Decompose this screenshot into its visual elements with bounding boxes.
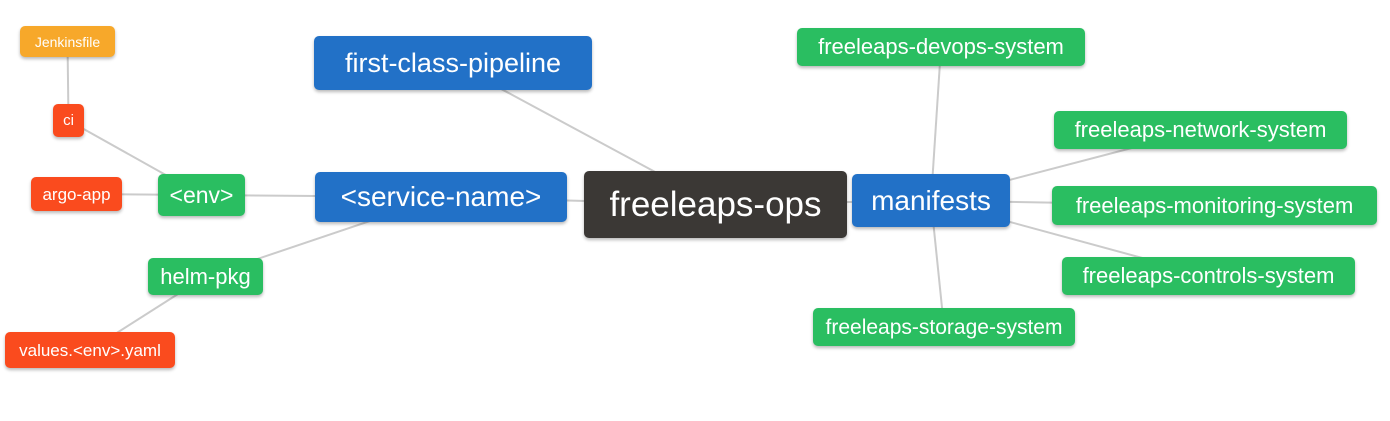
node-ci[interactable]: ci bbox=[53, 104, 84, 137]
node-jenkinsfile[interactable]: Jenkinsfile bbox=[20, 26, 115, 57]
node-service-name[interactable]: <service-name> bbox=[315, 172, 567, 222]
node-freeleaps-monitoring-system[interactable]: freeleaps-monitoring-system bbox=[1052, 186, 1377, 225]
node-freeleaps-devops-system[interactable]: freeleaps-devops-system bbox=[797, 28, 1085, 66]
node-freeleaps-network-system[interactable]: freeleaps-network-system bbox=[1054, 111, 1347, 149]
node-manifests[interactable]: manifests bbox=[852, 174, 1010, 227]
node-argo-app[interactable]: argo-app bbox=[31, 177, 122, 211]
node-helm-pkg[interactable]: helm-pkg bbox=[148, 258, 263, 295]
node-freeleaps-storage-system[interactable]: freeleaps-storage-system bbox=[813, 308, 1075, 346]
node-freeleaps-controls-system[interactable]: freeleaps-controls-system bbox=[1062, 257, 1355, 295]
node-freeleaps-ops[interactable]: freeleaps-ops bbox=[584, 171, 847, 238]
node-values-env-yaml[interactable]: values.<env>.yaml bbox=[5, 332, 175, 368]
node-first-class-pipeline[interactable]: first-class-pipeline bbox=[314, 36, 592, 90]
node-env[interactable]: <env> bbox=[158, 174, 245, 216]
